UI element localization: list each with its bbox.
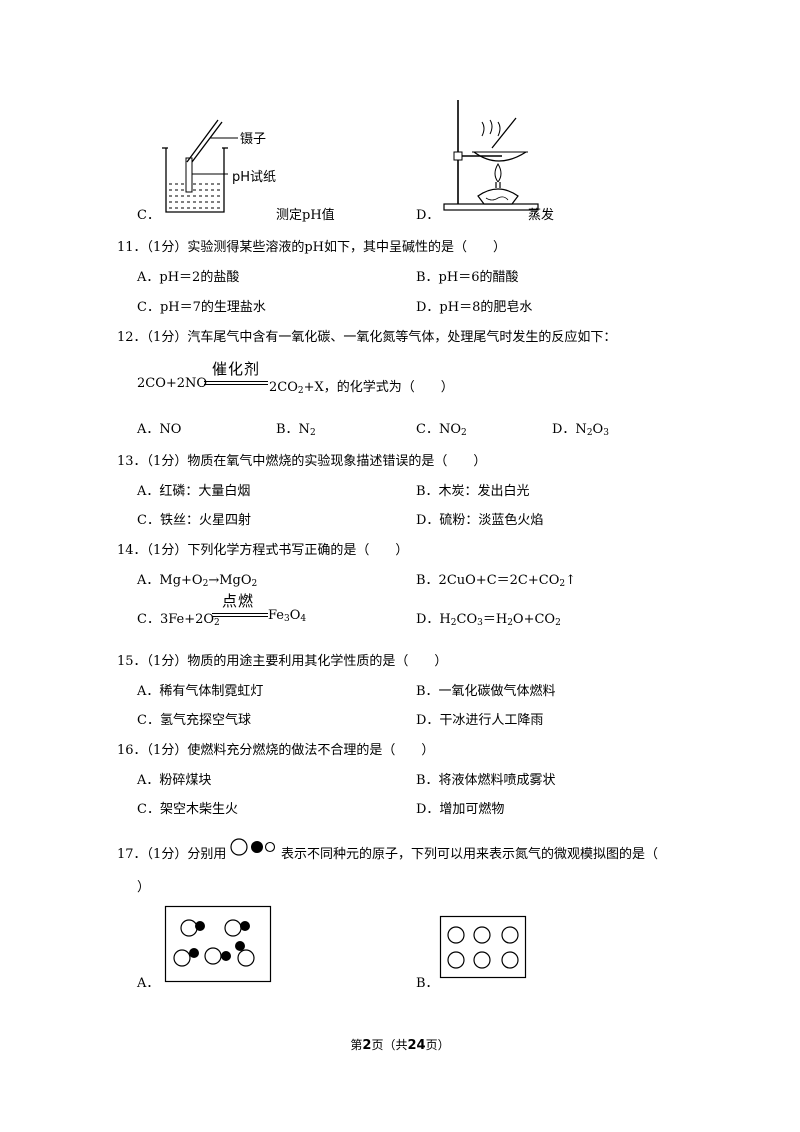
atom-legend-icon (230, 838, 276, 856)
q11-option-a[interactable]: A．pH＝2的盐酸 (137, 270, 240, 285)
q16-option-d[interactable]: D．增加可燃物 (416, 802, 505, 817)
q17-option-a-diagram[interactable] (164, 905, 272, 983)
q12-eq-bar-bottom (204, 384, 268, 385)
q11-option-d[interactable]: D．pH＝8的肥皂水 (416, 300, 533, 315)
question-13-stem: 13．（1分）物质在氧气中燃烧的实验现象描述错误的是（ ） (117, 454, 487, 469)
q12-eq-bar-top (204, 381, 268, 382)
q12-option-b[interactable]: B．N2 (276, 422, 316, 438)
q12-option-d[interactable]: D．N2O3 (552, 422, 609, 438)
q14-option-c[interactable]: C．3Fe+2O2 (137, 612, 220, 628)
q15-option-c[interactable]: C．氢气充探空气球 (137, 713, 251, 728)
q11-option-c[interactable]: C．pH＝7的生理盐水 (137, 300, 266, 315)
question-17-stem-part1: 17．（1分）分别用 (117, 847, 227, 862)
question-16-stem: 16．（1分）使燃料充分燃烧的做法不合理的是（ ） (117, 743, 435, 758)
question-17-stem-part3: ） (137, 880, 151, 895)
q13-option-a[interactable]: A．红磷：大量白烟 (137, 484, 251, 499)
q12-eq-right: 2CO2+X，的化学式为（ ） (269, 380, 454, 396)
question-14-stem: 14．（1分）下列化学方程式书写正确的是（ ） (117, 543, 409, 558)
q16-option-a[interactable]: A．粉碎煤块 (137, 773, 212, 788)
evaporation-apparatus-icon (443, 100, 539, 211)
q15-option-b[interactable]: B．一氧化碳做气体燃料 (416, 684, 556, 699)
q13-option-b[interactable]: B．木炭：发出白光 (416, 484, 530, 499)
q11-option-b[interactable]: B．pH＝6的醋酸 (416, 270, 519, 285)
q15-option-d[interactable]: D．干冰进行人工降雨 (416, 713, 544, 728)
q16-option-c[interactable]: C．架空木柴生火 (137, 802, 238, 817)
beaker-tweezers-icon (162, 119, 238, 213)
q17-option-b[interactable]: B． (416, 976, 439, 991)
q14-c-product: Fe3O4 (268, 608, 307, 624)
question-17-stem-part2: 表示不同种元的原子，下列可以用来表示氮气的微观模拟图的是（ (281, 847, 659, 862)
tweezers-label: 镊子 (240, 132, 267, 147)
question-12-stem: 12．（1分）汽车尾气中含有一氧化碳、一氧化氮等气体，处理尾气时发生的反应如下： (117, 330, 617, 345)
q13-option-c[interactable]: C．铁丝：火星四射 (137, 513, 251, 528)
q14-c-bar-bottom (212, 616, 268, 617)
q17-option-b-diagram[interactable] (439, 915, 527, 979)
q14-option-d[interactable]: D．H2CO3＝H2O+CO2 (416, 612, 561, 628)
q15-option-a[interactable]: A．稀有气体制霓虹灯 (137, 684, 264, 699)
page-footer: 第2页（共24页） (350, 1038, 450, 1053)
current-page-number: 2 (362, 1038, 372, 1053)
question-15-stem: 15．（1分）物质的用途主要利用其化学性质的是（ ） (117, 654, 448, 669)
total-page-number: 24 (407, 1038, 426, 1053)
ph-paper-label: pH试纸 (232, 170, 277, 185)
q12-eq-left: 2CO+2NO (137, 376, 208, 391)
q12-catalyst: 催化剂 (212, 360, 261, 378)
figure-d-caption: 蒸发 (528, 208, 555, 223)
q12-option-a[interactable]: A．NO (137, 422, 182, 437)
q14-option-b[interactable]: B．2CuO+C＝2C+CO2↑ (416, 573, 576, 589)
q12-option-c[interactable]: C．NO2 (416, 422, 467, 438)
question-11-stem: 11．（1分）实验测得某些溶液的pH如下，其中呈碱性的是（ ） (117, 240, 506, 255)
q16-option-b[interactable]: B．将液体燃料喷成雾状 (416, 773, 556, 788)
q14-c-condition: 点燃 (222, 592, 255, 610)
q13-option-d[interactable]: D．硫粉：淡蓝色火焰 (416, 513, 544, 528)
q14-c-bar-top (212, 613, 268, 614)
option-d-letter: D． (416, 208, 440, 223)
figure-c-caption: 测定pH值 (276, 208, 335, 223)
q14-option-a[interactable]: A．Mg+O2→MgO2 (137, 573, 258, 589)
option-c-letter: C． (137, 208, 160, 223)
q17-option-a[interactable]: A． (137, 976, 160, 991)
